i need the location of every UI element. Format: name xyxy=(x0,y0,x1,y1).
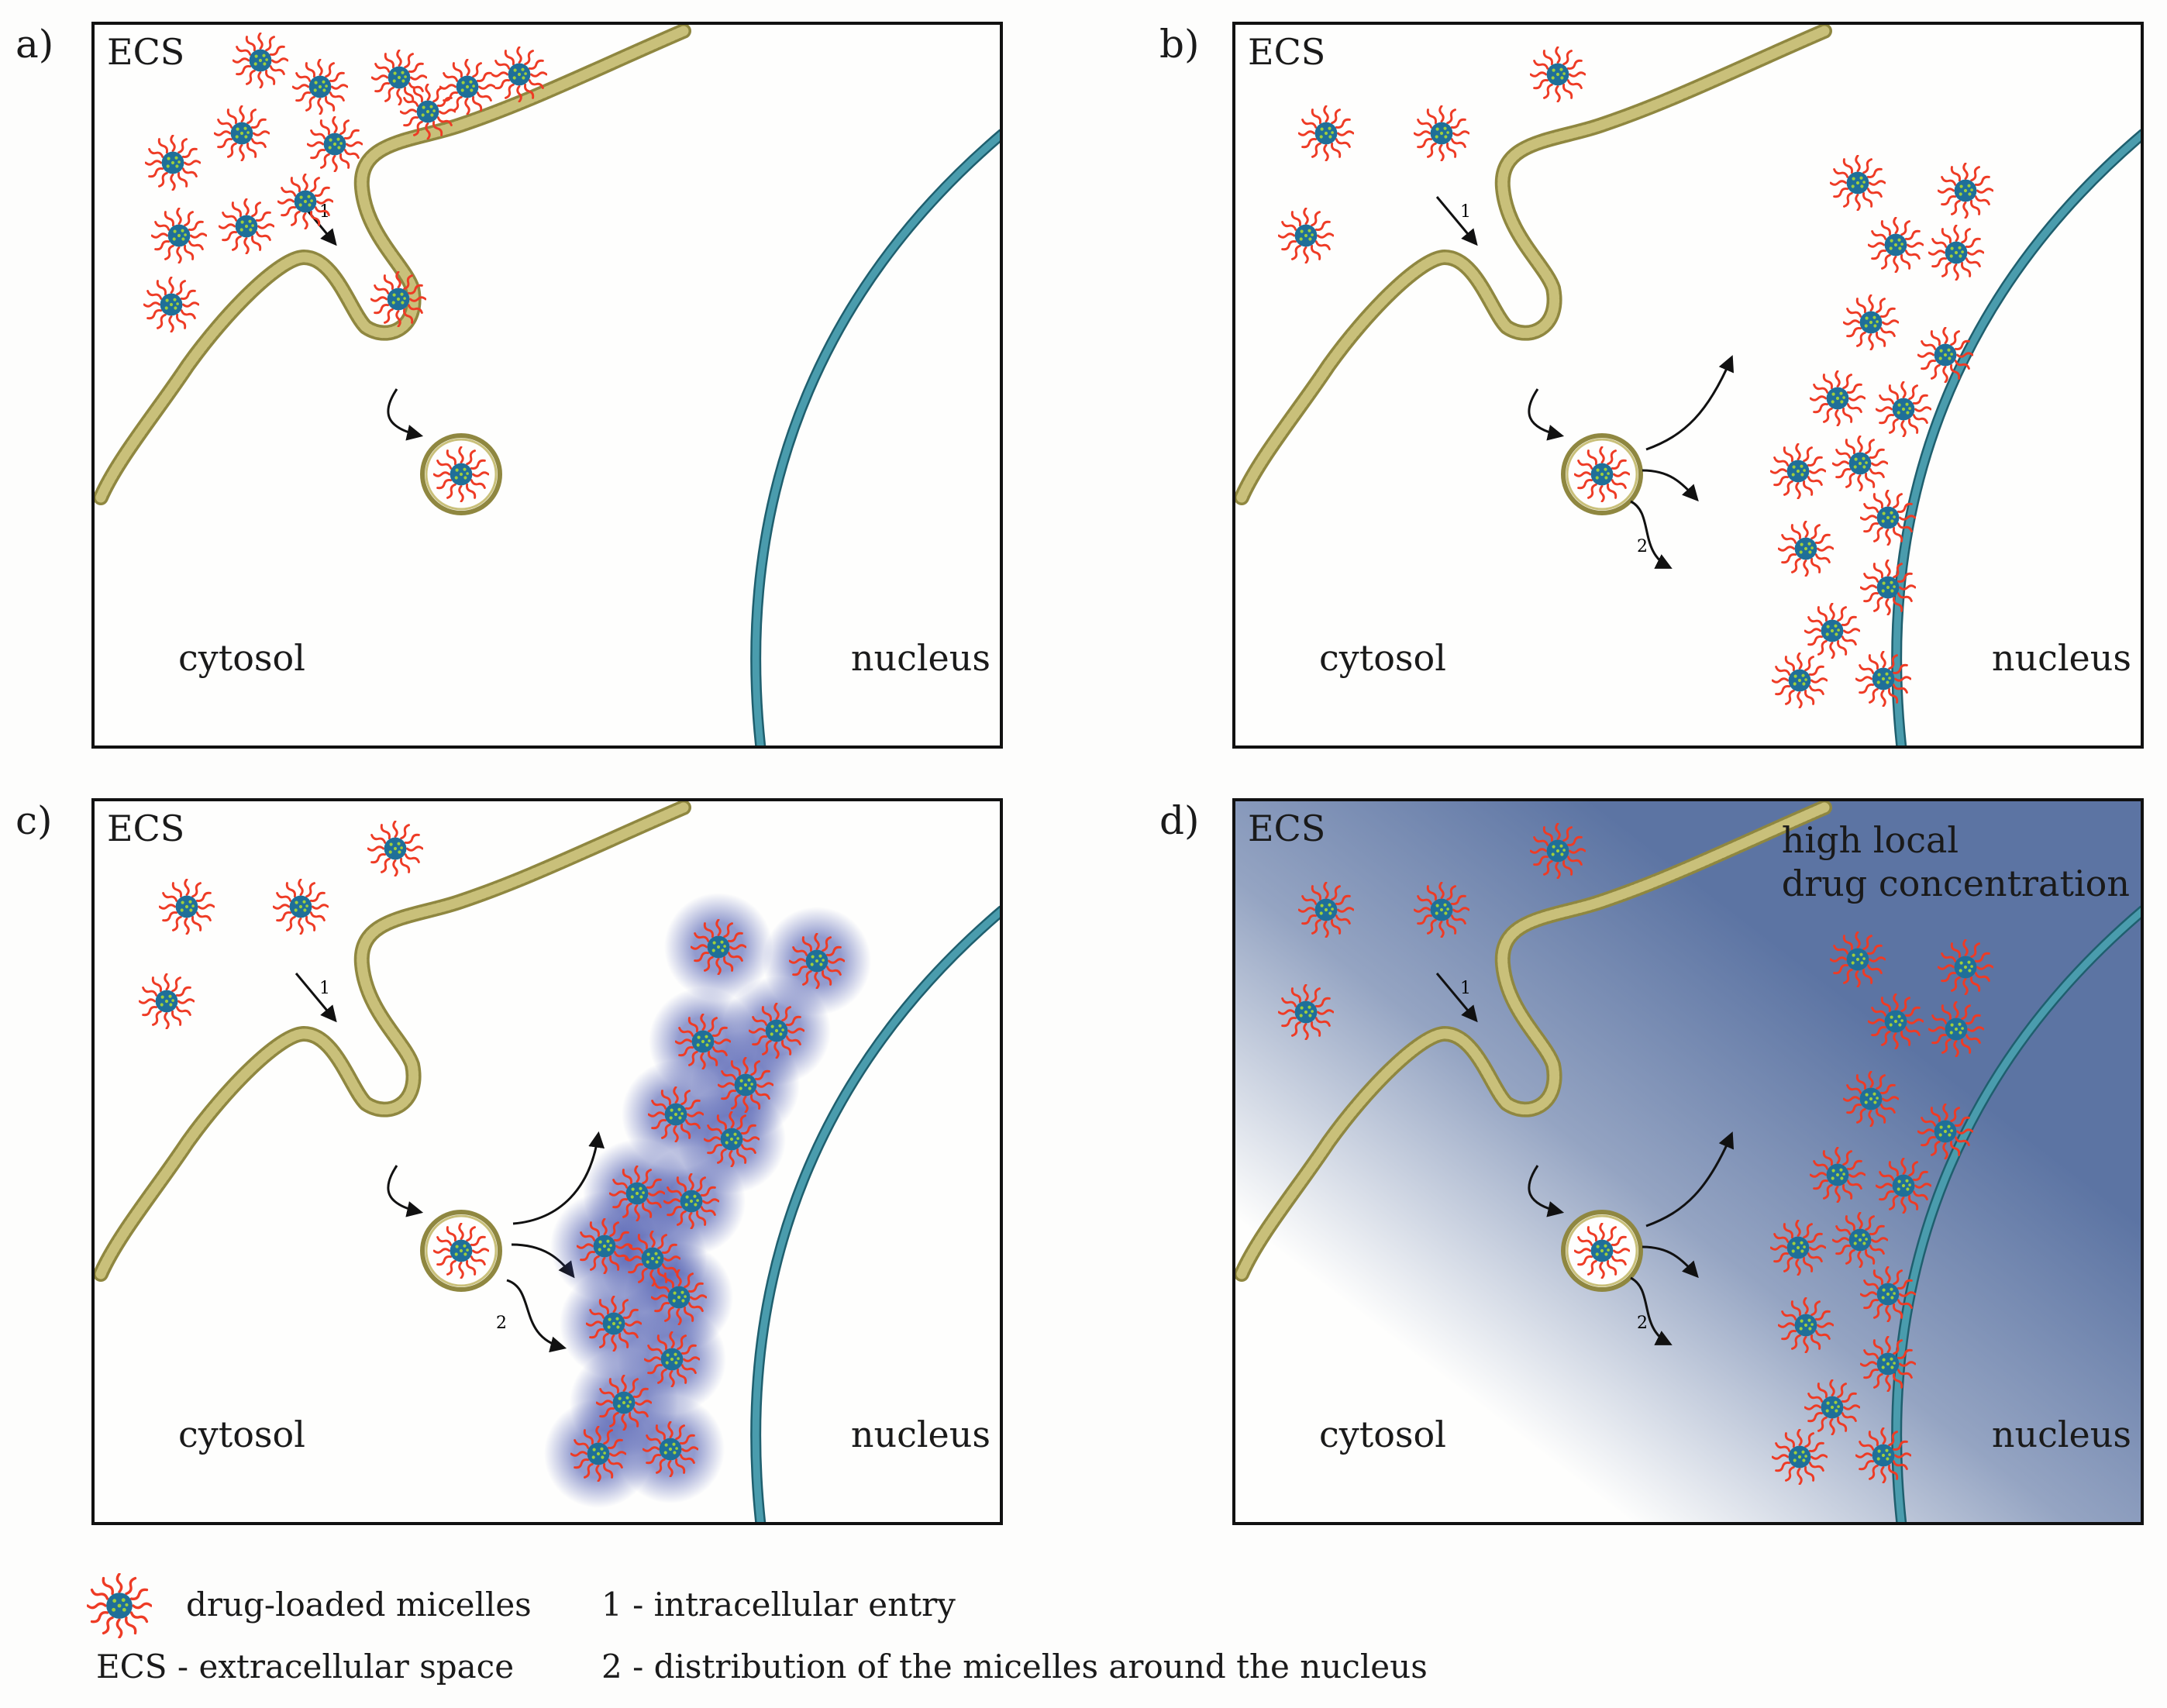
high-local-concentration-label: high local drug concentration xyxy=(1781,819,2130,904)
distribution-arrow-down xyxy=(1630,1276,1673,1345)
drug-concentration-gradient xyxy=(1235,801,2141,1522)
legend-distribution: 2 - distribution of the micelles around … xyxy=(601,1648,1428,1686)
step-1-label: 1 xyxy=(319,979,330,998)
nucleus-label: nucleus xyxy=(850,637,990,679)
panel-b: 1 2 ECS c xyxy=(1232,22,2144,749)
panel-b-art: 1 2 xyxy=(1235,25,2141,746)
cytosol-label: cytosol xyxy=(178,637,305,679)
legend-micelles: drug-loaded micelles xyxy=(186,1586,532,1624)
internalization-arrow xyxy=(1528,1165,1565,1217)
nucleus-label: nucleus xyxy=(850,1414,990,1455)
extracellular-micelles xyxy=(1278,46,1586,263)
distribution-arrow-mid xyxy=(1642,1245,1699,1279)
legend-ecs: ECS - extracellular space xyxy=(96,1648,515,1686)
entry-arrow xyxy=(295,973,337,1023)
ecs-label: ECS xyxy=(107,808,185,849)
micelle-legend-icon xyxy=(87,1573,152,1638)
glowing-micelle-halos xyxy=(544,893,871,1508)
panel-a: 1 ECS cytosol nucleus xyxy=(91,22,1003,749)
micelle-in-vesicle xyxy=(1574,446,1630,502)
panel-label-a: a) xyxy=(16,22,54,67)
endosome-vesicle xyxy=(420,1210,502,1292)
step-1-label: 1 xyxy=(1460,979,1471,998)
legend-entry: 1 - intracellular entry xyxy=(601,1586,956,1624)
cytosol-label: cytosol xyxy=(1319,1414,1446,1455)
panel-c-art: 1 2 xyxy=(95,801,1000,1522)
distribution-arrow-down xyxy=(506,1279,567,1353)
distribution-arrow-up xyxy=(1645,355,1735,451)
panel-label-d: d) xyxy=(1159,798,1200,843)
endosome-vesicle xyxy=(1561,433,1643,515)
panel-a-art: 1 xyxy=(95,25,1000,746)
step-1-label: 1 xyxy=(1460,202,1471,222)
panel-d-art: 1 2 xyxy=(1235,801,2141,1522)
distribution-arrow-up xyxy=(512,1131,605,1225)
step-2-label: 2 xyxy=(496,1314,507,1333)
ecs-label: ECS xyxy=(1248,808,1326,849)
endosome-vesicle xyxy=(420,433,502,515)
nucleus-label: nucleus xyxy=(1991,1414,2131,1455)
internalization-arrow xyxy=(387,388,424,441)
ecs-label: ECS xyxy=(1248,31,1326,73)
distribution-arrow-mid xyxy=(1642,469,1699,502)
distribution-arrow-up xyxy=(1645,1131,1735,1228)
nucleus-label: nucleus xyxy=(1991,637,2131,679)
perinuclear-micelles xyxy=(1770,155,1993,708)
micelle-in-vesicle xyxy=(433,446,489,502)
step-2-label: 2 xyxy=(1637,537,1648,556)
cytosol-label: cytosol xyxy=(1319,637,1446,679)
panel-d: 1 2 ECS h xyxy=(1232,798,2144,1525)
internalization-arrow xyxy=(387,1165,424,1217)
cytosol-label: cytosol xyxy=(178,1414,305,1455)
entry-arrow xyxy=(1435,973,1478,1023)
ecs-label: ECS xyxy=(107,31,185,73)
step-2-label: 2 xyxy=(1637,1314,1648,1333)
panel-c: 1 2 xyxy=(91,798,1003,1525)
entry-arrow xyxy=(1435,196,1478,246)
distribution-arrow-down xyxy=(1630,500,1673,569)
micelle-in-vesicle xyxy=(433,1223,489,1279)
panel-label-b: b) xyxy=(1159,22,1200,67)
panel-label-c: c) xyxy=(16,798,53,843)
internalization-arrow xyxy=(1528,388,1565,441)
